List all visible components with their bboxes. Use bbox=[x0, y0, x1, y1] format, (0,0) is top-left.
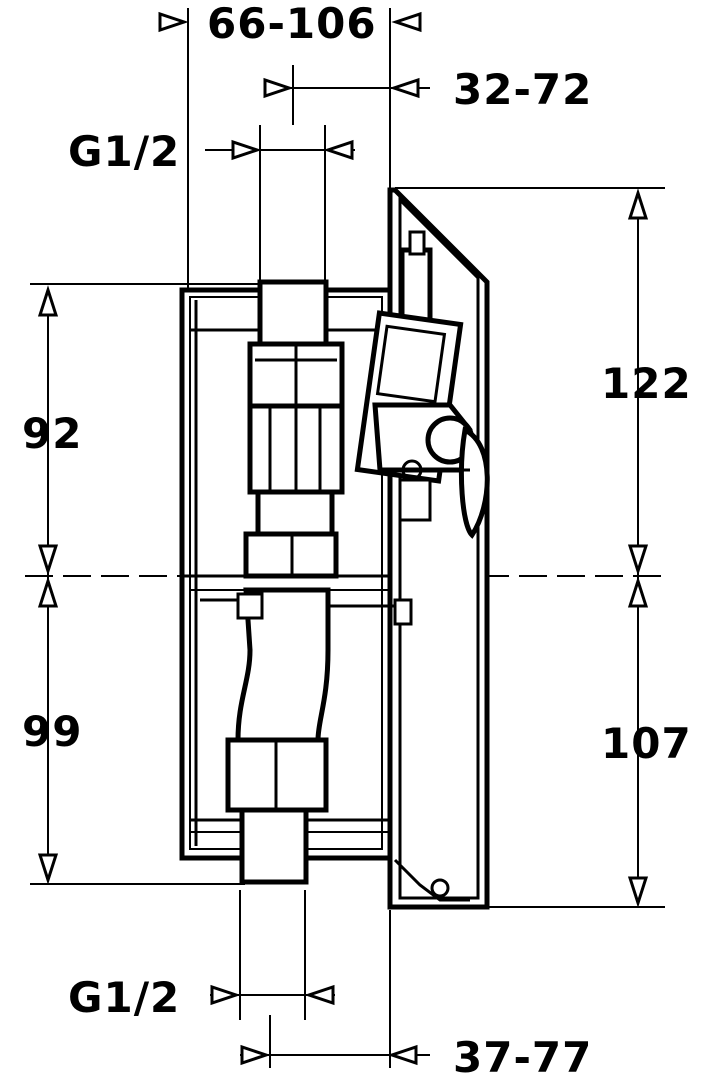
dimension-top-offset bbox=[263, 77, 430, 99]
dimension-bottom-offset bbox=[240, 1044, 430, 1066]
arrow-icon bbox=[389, 77, 420, 99]
valve-cartridge bbox=[354, 230, 490, 539]
connector-pipe bbox=[200, 587, 413, 885]
dimension-bottom-thread bbox=[210, 984, 335, 1006]
dimension-top-overall bbox=[158, 11, 422, 33]
dim-left-lower: 99 bbox=[22, 707, 82, 756]
dim-right-upper: 122 bbox=[601, 359, 692, 408]
arrow-icon bbox=[37, 285, 59, 317]
arrow-icon bbox=[627, 576, 649, 608]
arrow-icon bbox=[37, 576, 59, 608]
arrow-icon bbox=[391, 11, 422, 33]
dimension-top-thread bbox=[205, 139, 355, 161]
arrow-icon bbox=[627, 544, 649, 576]
upper-fittings bbox=[243, 279, 345, 579]
arrow-icon bbox=[627, 188, 649, 220]
arrow-icon bbox=[210, 984, 241, 1006]
dim-top-offset: 32-72 bbox=[453, 65, 592, 114]
arrow-icon bbox=[231, 139, 262, 161]
arrow-icon bbox=[158, 11, 189, 33]
dim-left-upper: 92 bbox=[22, 409, 82, 458]
dim-top-overall: 66-106 bbox=[207, 0, 377, 48]
arrow-icon bbox=[263, 77, 294, 99]
dim-top-thread: G1/2 bbox=[68, 127, 180, 176]
dim-bottom-offset: 37-77 bbox=[453, 1033, 592, 1080]
arrow-icon bbox=[37, 853, 59, 885]
dimension-right bbox=[627, 188, 649, 908]
arrow-icon bbox=[304, 984, 335, 1006]
dim-right-lower: 107 bbox=[601, 719, 692, 768]
dimension-left bbox=[37, 285, 59, 885]
arrow-icon bbox=[387, 1044, 418, 1066]
arrow-icon bbox=[323, 139, 354, 161]
dim-bottom-thread: G1/2 bbox=[68, 973, 180, 1022]
arrow-icon bbox=[37, 544, 59, 576]
arrow-icon bbox=[627, 876, 649, 908]
arrow-icon bbox=[240, 1044, 271, 1066]
